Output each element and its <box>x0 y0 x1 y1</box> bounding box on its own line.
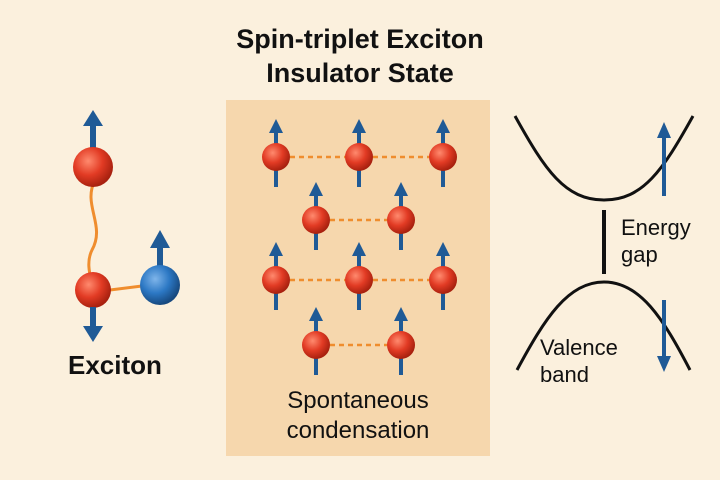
exciton-bond-horizontal <box>109 284 143 292</box>
valence-band-label: Valence band <box>540 334 618 388</box>
electron-sphere <box>262 266 290 294</box>
hole-sphere <box>140 265 180 305</box>
spin-down-arrow-icon <box>657 300 671 372</box>
exciton-lattice <box>262 119 457 375</box>
valence-band-label-line-2: band <box>540 362 589 387</box>
title-line-2: Insulator State <box>266 58 454 88</box>
electron-sphere <box>302 206 330 234</box>
energy-gap-label: Energy gap <box>621 214 691 268</box>
electron-sphere <box>262 143 290 171</box>
electron-sphere <box>429 143 457 171</box>
spin-up-arrow-icon <box>150 230 170 266</box>
spin-up-arrow-icon <box>83 110 103 152</box>
electron-sphere <box>302 331 330 359</box>
spin-up-arrow-icon <box>657 122 671 196</box>
electron-sphere <box>73 147 113 187</box>
condensation-label-line-2: condensation <box>286 417 430 444</box>
electron-sphere <box>387 331 415 359</box>
electron-sphere <box>75 272 111 308</box>
exciton-bond <box>87 179 98 285</box>
electron-sphere <box>345 266 373 294</box>
title-line-1: Spin-triplet Exciton <box>236 24 484 54</box>
condensation-label: Spontaneous condensation <box>226 386 490 446</box>
energy-gap-label-line-2: gap <box>621 242 658 267</box>
electron-sphere <box>387 206 415 234</box>
condensation-label-line-1: Spontaneous <box>287 387 429 414</box>
electron-sphere <box>345 143 373 171</box>
energy-gap-label-line-1: Energy <box>621 215 691 240</box>
diagram-title: Spin-triplet Exciton Insulator State <box>0 22 720 90</box>
conduction-band-curve <box>513 115 695 202</box>
valence-band-label-line-1: Valence <box>540 335 618 360</box>
electron-sphere <box>429 266 457 294</box>
exciton-label: Exciton <box>68 350 162 380</box>
spin-down-arrow-icon <box>83 307 103 342</box>
